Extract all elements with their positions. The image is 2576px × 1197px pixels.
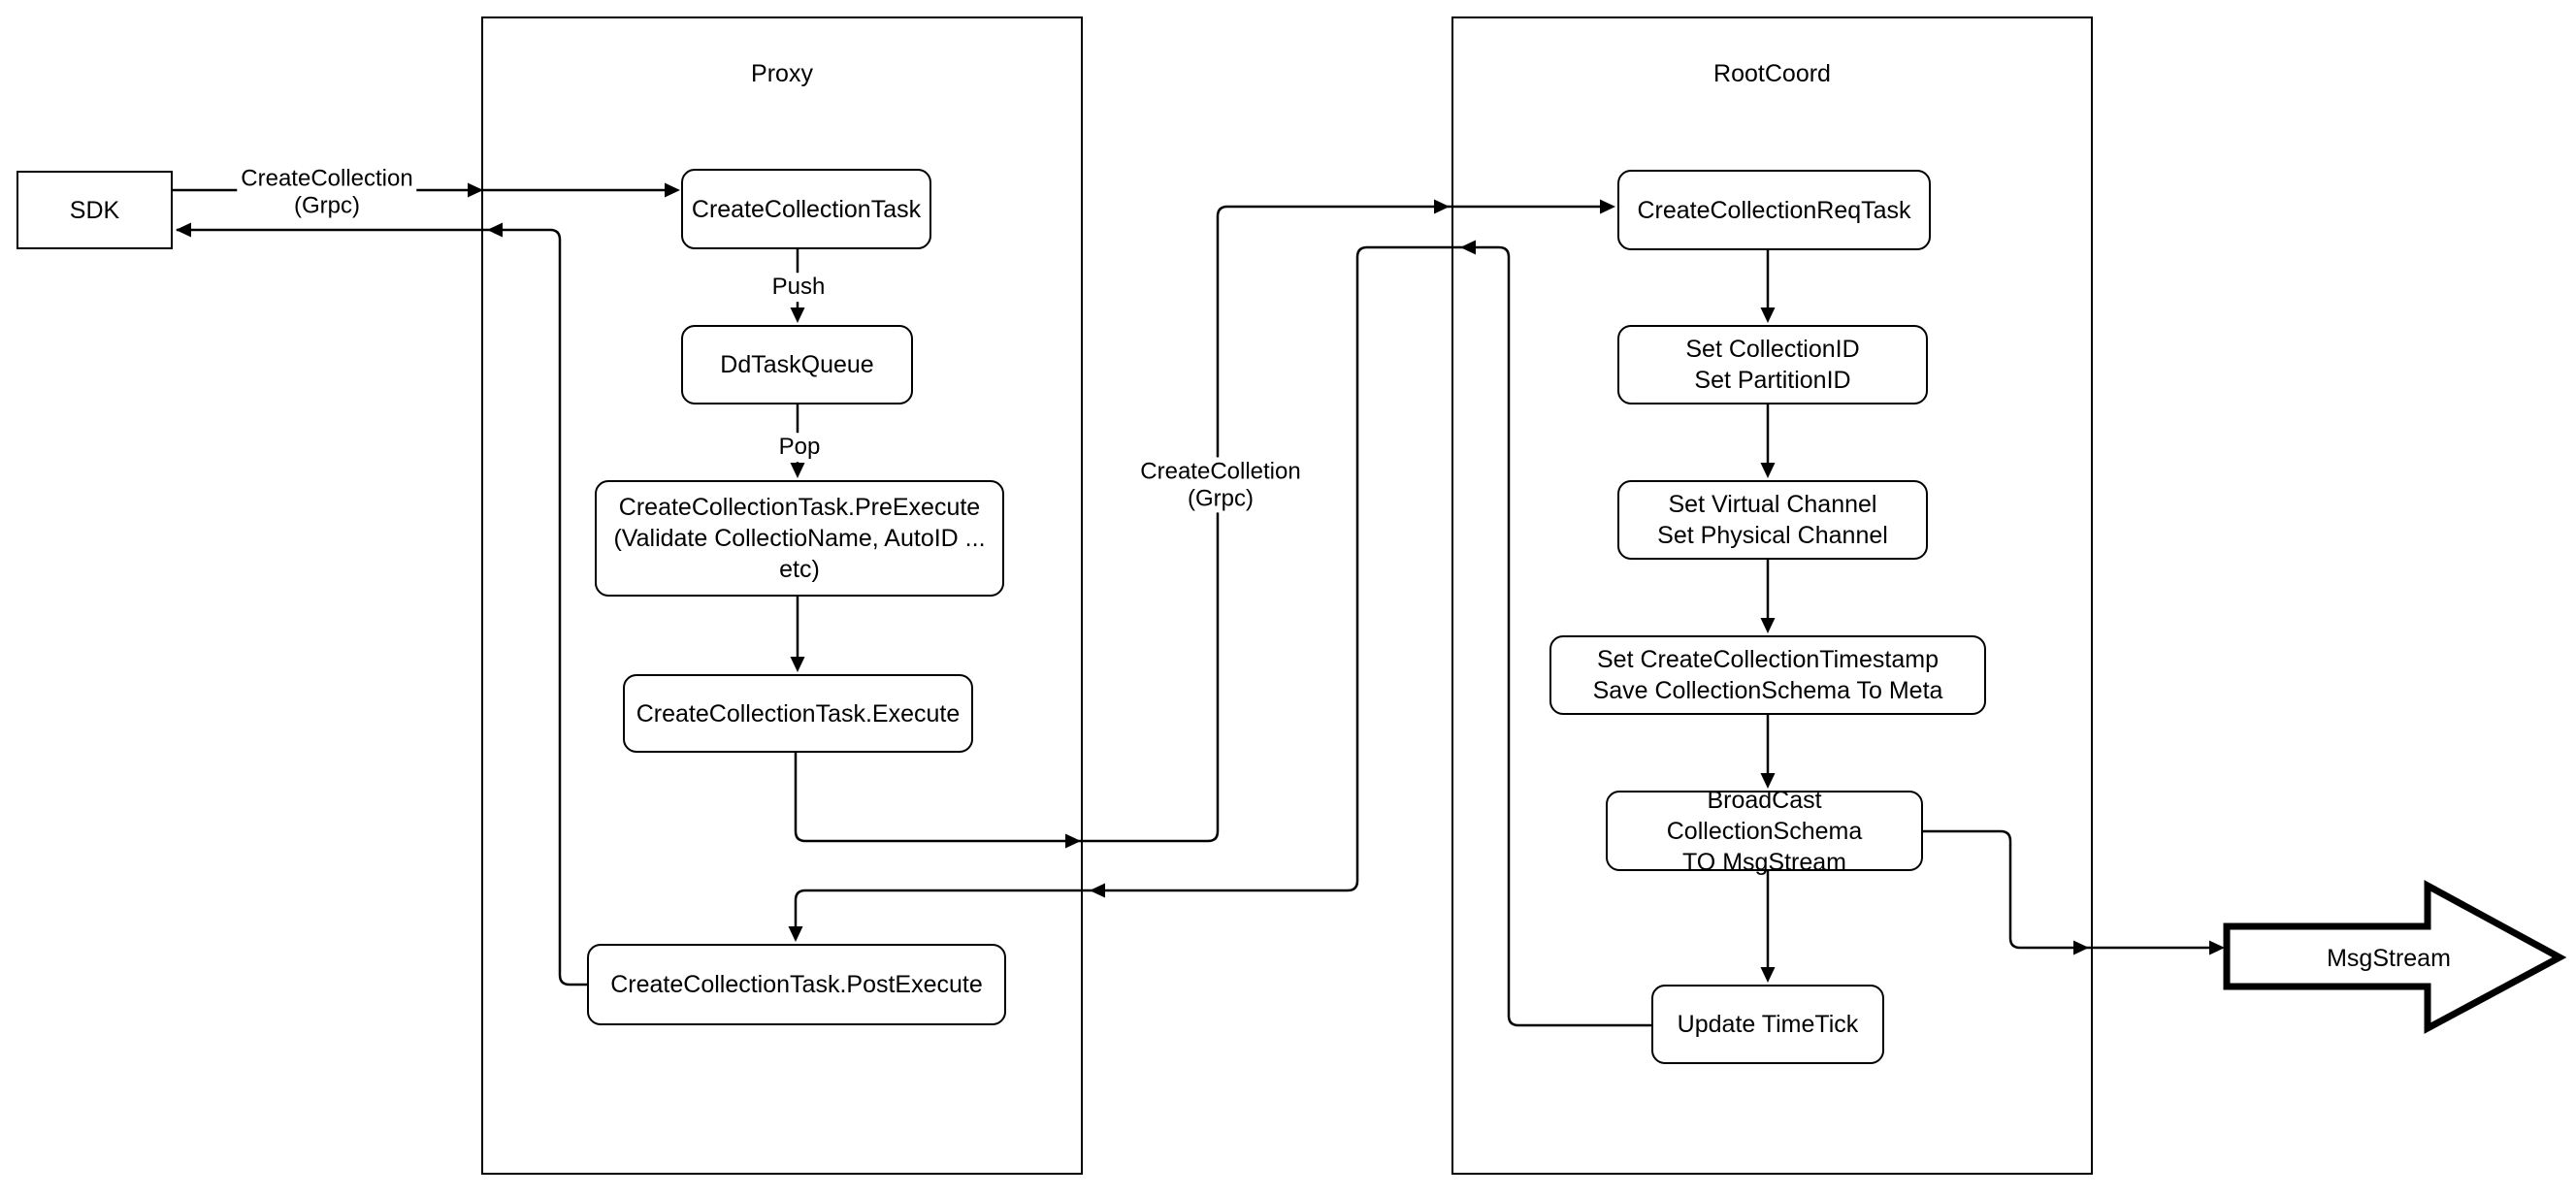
arrowhead bbox=[1434, 199, 1450, 214]
node-set-timestamp: Set CreateCollectionTimestamp Save Colle… bbox=[1549, 635, 1986, 715]
node-set-ids: Set CollectionID Set PartitionID bbox=[1617, 325, 1928, 404]
label-push: Push bbox=[767, 273, 830, 302]
arrowhead bbox=[790, 463, 805, 478]
msgstream-label: MsgStream bbox=[2327, 945, 2451, 972]
node-set-channels: Set Virtual Channel Set Physical Channel bbox=[1617, 480, 1928, 560]
node-post-execute: CreateCollectionTask.PostExecute bbox=[587, 944, 1006, 1025]
arrowhead bbox=[468, 182, 483, 198]
arrowhead bbox=[1760, 773, 1776, 789]
arrowhead bbox=[1600, 199, 1615, 214]
node-broadcast: BroadCast CollectionSchema TO MsgStream bbox=[1606, 787, 1923, 876]
arrowhead bbox=[665, 182, 680, 198]
node-create-collection-task: CreateCollectionTask bbox=[681, 169, 931, 249]
node-execute: CreateCollectionTask.Execute bbox=[623, 674, 973, 753]
edge-execute-to-reqtask bbox=[794, 205, 1612, 843]
arrowhead bbox=[1760, 967, 1776, 983]
arrowhead bbox=[487, 222, 503, 238]
node-update-timetick: Update TimeTick bbox=[1651, 985, 1884, 1064]
label-sdk-grpc-call: CreateCollection (Grpc) bbox=[237, 164, 417, 220]
arrowhead bbox=[176, 222, 191, 238]
edge-postexecute-to-sdk bbox=[177, 228, 587, 987]
rootcoord-title: RootCoord bbox=[1713, 60, 1831, 87]
label-pop: Pop bbox=[774, 433, 825, 462]
arrowhead bbox=[2209, 940, 2225, 955]
arrowhead bbox=[1460, 240, 1476, 255]
arrowhead bbox=[1760, 307, 1776, 323]
msgstream-block-arrow bbox=[2223, 880, 2567, 1034]
edge-broadcast-to-msgstream bbox=[1923, 829, 2221, 950]
arrowhead bbox=[1760, 463, 1776, 478]
node-create-collection-req-task: CreateCollectionReqTask bbox=[1617, 170, 1931, 250]
arrowhead bbox=[2073, 940, 2089, 955]
edge-updatetimetick-to-postexecute bbox=[794, 245, 1651, 1027]
node-sdk: SDK bbox=[16, 171, 173, 249]
arrowhead bbox=[1090, 883, 1105, 898]
arrowhead bbox=[788, 926, 803, 942]
node-dd-task-queue: DdTaskQueue bbox=[681, 325, 913, 404]
arrowhead bbox=[790, 307, 805, 323]
label-proxy-grpc-call: CreateColletion (Grpc) bbox=[1136, 457, 1305, 513]
arrowhead bbox=[1760, 618, 1776, 633]
proxy-title: Proxy bbox=[751, 60, 813, 87]
arrowhead bbox=[1065, 833, 1081, 849]
node-pre-execute: CreateCollectionTask.PreExecute (Validat… bbox=[595, 480, 1004, 597]
arrowhead bbox=[790, 657, 805, 672]
